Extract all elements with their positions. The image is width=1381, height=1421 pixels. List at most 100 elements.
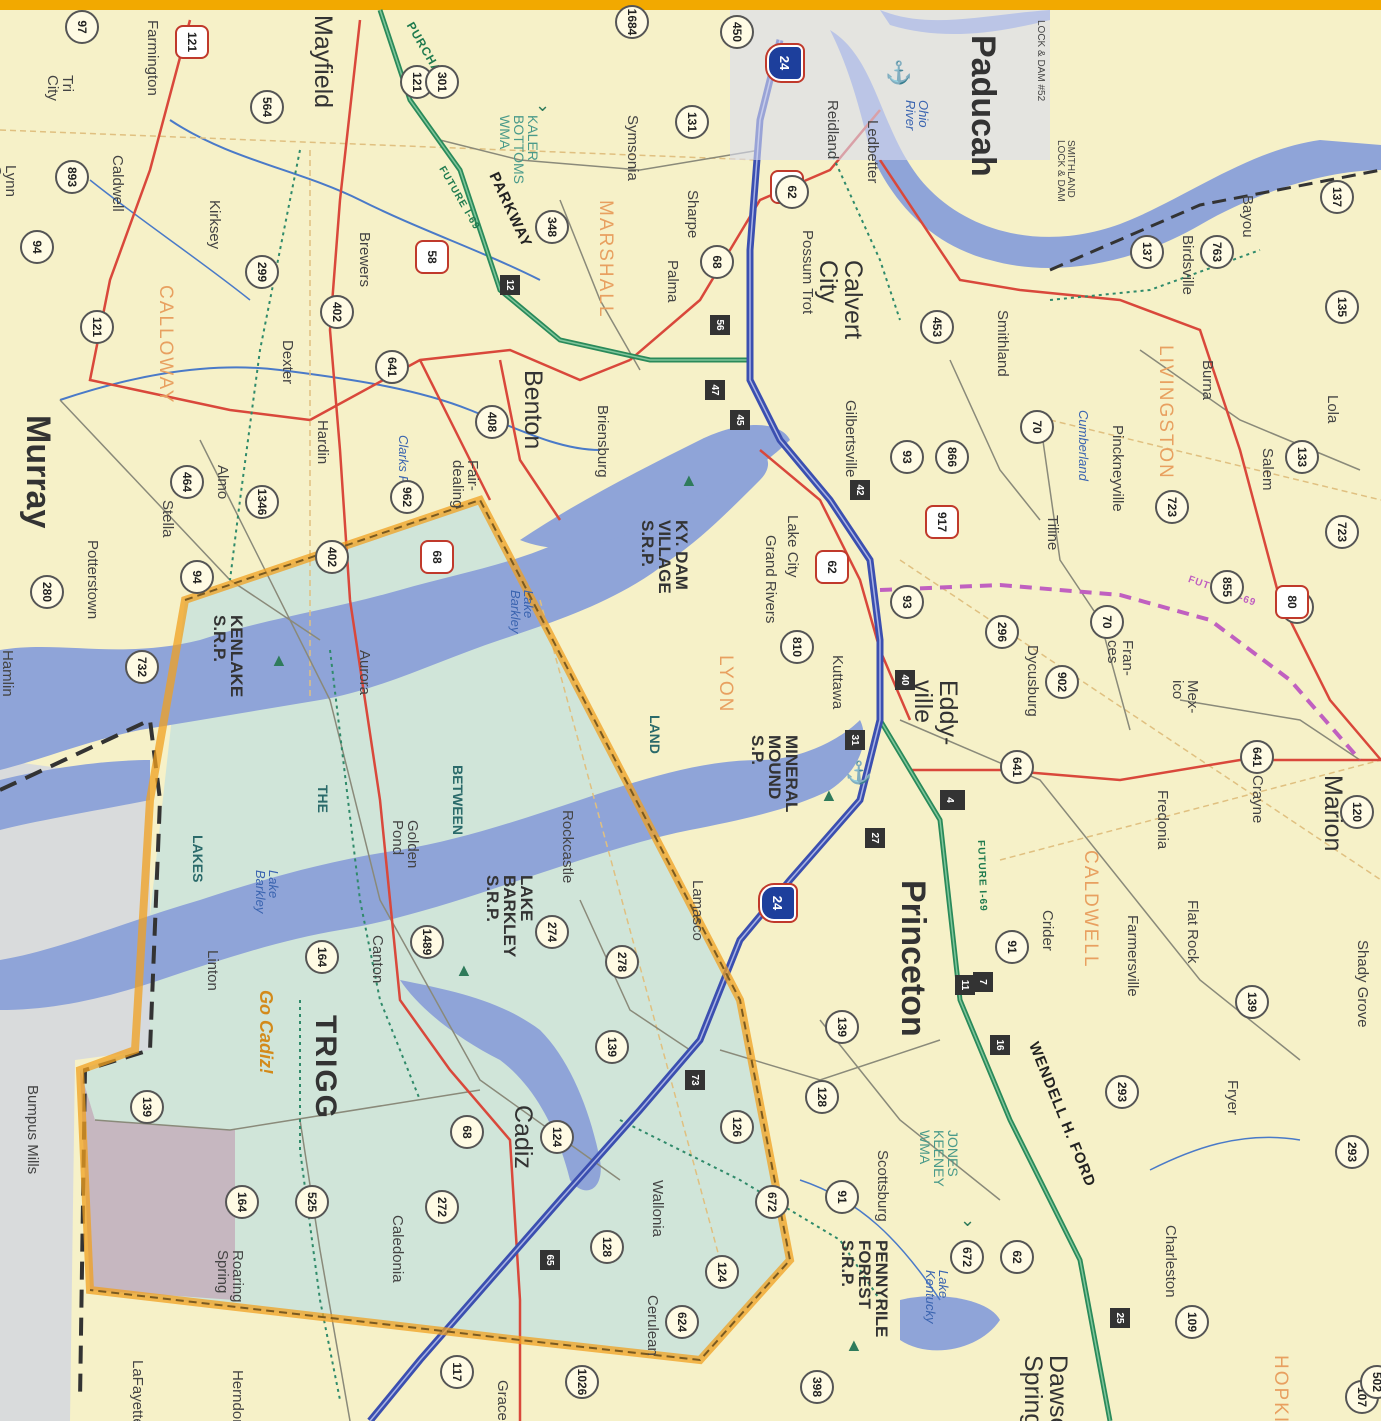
town-label: Shady Grove [1354, 940, 1371, 1028]
park-tree-icon: ▲ [845, 1335, 863, 1355]
interstate-24-shield: 24 [760, 885, 796, 921]
exit-marker: 73 [685, 1070, 705, 1090]
route-shield: 139 [130, 1090, 164, 1124]
interstate-24-inner [369, 39, 881, 1421]
town-label: Tri City [44, 75, 76, 101]
lake-barkley [0, 720, 864, 1010]
route-shield: 301 [425, 65, 459, 99]
route-shield: 80 [1275, 585, 1309, 619]
town-label: Roaring Spring [214, 1250, 246, 1303]
route-shield: 124 [705, 1255, 739, 1289]
creek-4 [799, 1179, 941, 1301]
route-shield: 109 [1175, 1305, 1209, 1339]
route-shield: 135 [1325, 290, 1359, 324]
town-label: Pinckneyville [1109, 425, 1126, 512]
city-label-cadiz: Cadiz [509, 1105, 537, 1169]
route-shield: 525 [295, 1185, 329, 1219]
route-shield: 164 [305, 940, 339, 974]
route-shield: 902 [1045, 665, 1079, 699]
route-shield: 464 [170, 465, 204, 499]
lock-anchor-icon: ⚓ [885, 60, 913, 85]
town-label: Crider [1039, 910, 1056, 951]
county-label-trigg: TRIGG [309, 1015, 342, 1120]
town-label: Lake City [784, 515, 801, 578]
route-shield: 672 [755, 1185, 789, 1219]
route-shield: 763 [1200, 235, 1234, 269]
county-line-5 [539, 599, 721, 1261]
wma-bird-icon: ⌄ [535, 95, 551, 115]
future-i69 [879, 582, 1362, 762]
city-label-paducah: Paducah [964, 35, 1002, 177]
region-label-between: BETWEEN [450, 765, 466, 835]
town-label: Ledbetter [864, 120, 881, 184]
route-shield: 139 [1235, 985, 1269, 1019]
town-label: Birdsville [1179, 235, 1196, 296]
route-shield: 672 [950, 1240, 984, 1274]
town-label: LaFayette [129, 1360, 146, 1421]
route-shield: 278 [605, 945, 639, 979]
city-label-dawson-springs: Dawson Springs [1019, 1355, 1072, 1421]
town-label: Symsonia [624, 115, 641, 181]
exit-marker: 12 [500, 275, 520, 295]
county-label-livingston: LIVINGSTON [1155, 345, 1176, 480]
park-label-lake-barkley: LAKE BARKLEY S.R.P. [483, 875, 536, 958]
route-shield: 1684 [615, 5, 649, 39]
route-shield: 137 [1130, 235, 1164, 269]
route-shield: 299 [245, 255, 279, 289]
route-shield: 866 [935, 440, 969, 474]
town-label: Lola [1324, 395, 1341, 424]
town-label: Charleston [1162, 1225, 1179, 1298]
creek-3 [1149, 1136, 1301, 1171]
town-label: Potterstown [84, 540, 101, 620]
county-line-6 [999, 759, 1381, 861]
route-shield: 293 [1105, 1075, 1139, 1109]
route-shield: 893 [55, 160, 89, 194]
route-shield: 564 [250, 90, 284, 124]
park-tree-icon: ▲ [680, 470, 698, 490]
town-label: Grace [494, 1380, 511, 1421]
park-tree-icon: ▲ [820, 785, 838, 805]
town-label: Aurora [356, 650, 373, 696]
route-shield: 624 [665, 1305, 699, 1339]
route-shield: 732 [125, 650, 159, 684]
creek-1 [169, 119, 541, 281]
route-shield: 402 [320, 295, 354, 329]
city-label-calvert-city: Calvert City [814, 260, 867, 340]
park-tree-icon: ▲ [455, 960, 473, 980]
route-shield: 94 [180, 560, 214, 594]
water-label-lake-barkley-south: Lake Barkley [253, 870, 281, 914]
route-shield: 93 [890, 585, 924, 619]
lake-region-top-center [520, 425, 790, 549]
route-shield: 293 [1335, 1135, 1369, 1169]
town-label: Bayou [1239, 195, 1256, 238]
marina-anchor-icon: ⚓ [845, 760, 873, 785]
exit-marker: 27 [865, 828, 885, 848]
paducah-urban-area [730, 10, 1050, 160]
route-shield: 1489 [410, 925, 444, 959]
exit-marker: 56 [710, 315, 730, 335]
town-label: Fredonia [1154, 790, 1171, 850]
region-label-land: LAND [647, 715, 663, 754]
route-shield: 450 [720, 15, 754, 49]
route-shield: 91 [995, 930, 1029, 964]
region-label-the: THE [315, 785, 331, 813]
county-label-caldwell: CALDWELL [1080, 850, 1101, 969]
kentucky-lake [0, 447, 769, 770]
town-label: Cerulean [644, 1295, 661, 1356]
park-label-mineral-mound: MINERAL MOUND S.P. [748, 735, 801, 813]
route-shield: 62 [1000, 1240, 1034, 1274]
city-label-princeton: Princeton [894, 880, 932, 1037]
town-label: Dycusburg [1024, 645, 1041, 717]
route-shield: 58 [415, 240, 449, 274]
route-shield: 855 [1210, 570, 1244, 604]
town-label: Crayne [1249, 775, 1266, 824]
town-label: Lynn Grove [0, 165, 19, 206]
exit-marker: 7 [973, 972, 993, 992]
route-shield: 723 [1325, 515, 1359, 549]
town-label: Burna [1199, 360, 1216, 401]
region-label-lakes: LAKES [190, 835, 206, 883]
route-shield: 93 [890, 440, 924, 474]
wma-bird-icon: ⌄ [960, 1210, 976, 1230]
exit-marker: 16 [990, 1035, 1010, 1055]
